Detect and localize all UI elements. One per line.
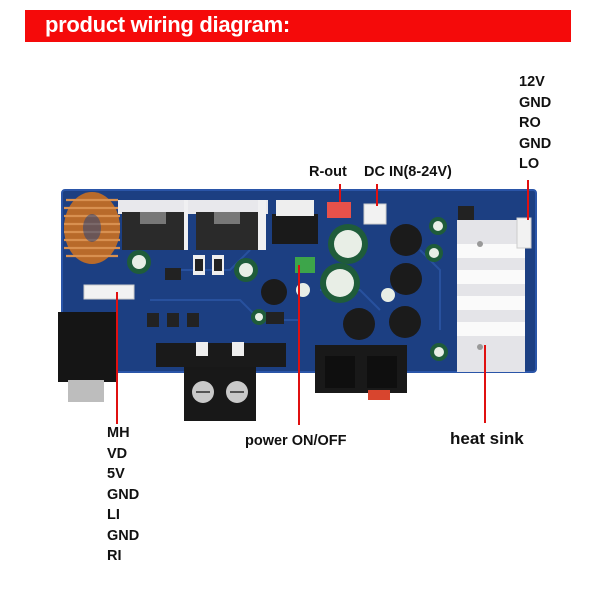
r-out-connector — [327, 202, 351, 218]
leader-line-output-pins — [527, 180, 529, 220]
smd-components — [147, 206, 474, 327]
output-pin-label: RO — [519, 115, 541, 131]
speaker-terminal — [315, 345, 407, 400]
input-pin-label: GND — [107, 486, 140, 503]
leader-line-power-switch — [298, 265, 300, 425]
title-banner: product wiring diagram: — [25, 10, 571, 42]
leader-line-r-out — [339, 184, 341, 202]
input-pin-label: VD — [107, 445, 128, 462]
electrolytic-capacitors — [127, 217, 448, 361]
leader-line-input-pins — [116, 292, 118, 424]
input-header — [83, 284, 135, 300]
input-connector-pin-list: MH VD 5V GND LI GND RI — [107, 423, 139, 567]
output-connector-pin-list: 12V GND RO GND LO — [519, 72, 551, 175]
leader-line-dc-in — [376, 184, 378, 206]
power-switch-label: power ON/OFF — [245, 433, 347, 449]
heat-sink — [457, 220, 525, 372]
power-inductors — [261, 224, 422, 340]
output-pin-label: GND — [519, 135, 552, 152]
output-pin-label: LO — [519, 156, 540, 172]
r-out-label: R-out — [309, 164, 347, 180]
small-heatsink — [272, 200, 318, 244]
output-pin-label: GND — [519, 94, 552, 111]
output-pin-label: 12V — [519, 74, 545, 90]
input-pin-label: 5V — [107, 466, 125, 482]
leader-line-heat-sink — [484, 345, 486, 423]
output-header — [516, 217, 532, 249]
dc-in-label: DC IN(8-24V) — [364, 164, 452, 180]
toroid-inductor — [64, 192, 120, 264]
input-pin-label: LI — [107, 507, 120, 523]
power-switch — [295, 257, 315, 273]
dc-in-connector — [363, 203, 387, 225]
heat-sink-label: heat sink — [450, 429, 524, 448]
input-pin-label: MH — [107, 425, 130, 441]
input-pin-label: GND — [107, 527, 140, 544]
terminal-block — [156, 342, 286, 421]
audio-jack — [58, 312, 116, 402]
page-title: product wiring diagram: — [45, 12, 290, 37]
input-pin-label: RI — [107, 548, 122, 564]
regulator-heatsinks — [118, 200, 268, 250]
